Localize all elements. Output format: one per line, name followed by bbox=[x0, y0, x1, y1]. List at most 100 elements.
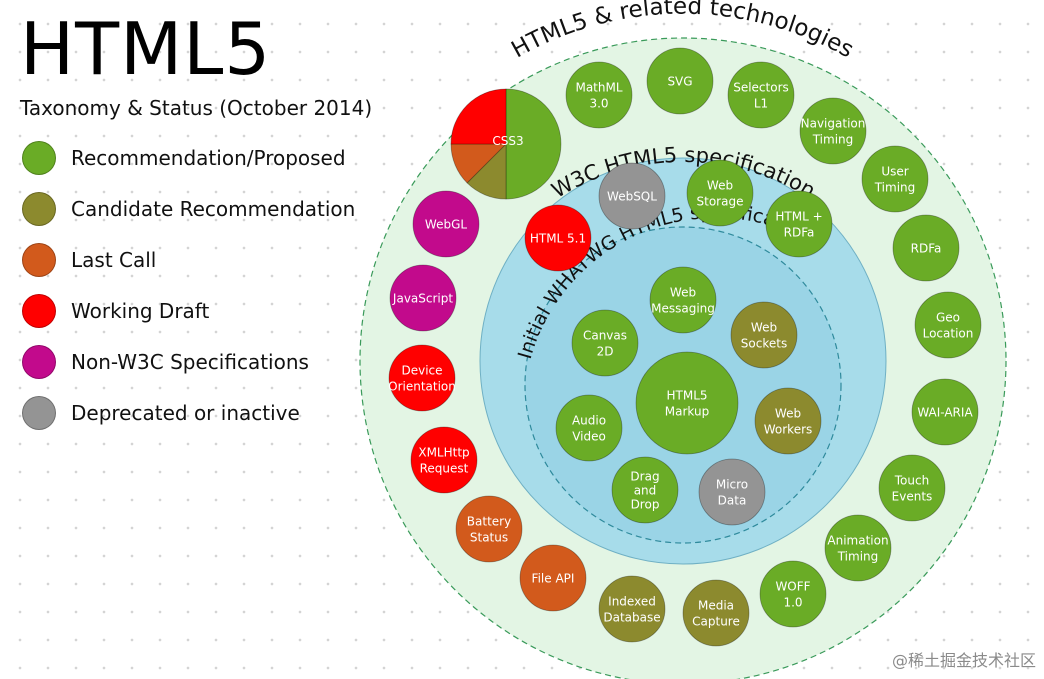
css3-pie: CSS3 bbox=[450, 88, 562, 200]
node-circle bbox=[754, 387, 822, 455]
legend-item-recommendation: Recommendation/Proposed bbox=[22, 140, 392, 176]
node-label: Micro bbox=[716, 478, 748, 492]
node-label: Navigation bbox=[801, 117, 866, 131]
node-html-5-1: HTML 5.1 bbox=[524, 204, 592, 272]
node-label: and bbox=[634, 484, 657, 498]
node-label: 2D bbox=[597, 345, 614, 359]
node-html-rdfa: HTML + RDFa bbox=[765, 190, 833, 258]
css3-label: CSS3 bbox=[492, 134, 523, 148]
node-label: Animation bbox=[827, 534, 888, 548]
node-circle bbox=[646, 47, 714, 115]
legend-item-deprecated: Deprecated or inactive bbox=[22, 395, 392, 431]
node-label: SVG bbox=[667, 75, 692, 89]
node-label: WebGL bbox=[425, 218, 467, 232]
node-canvas-2d: Canvas 2D bbox=[571, 309, 639, 377]
node-label: Audio bbox=[572, 414, 606, 428]
node-wai-aria: WAI-ARIA bbox=[911, 378, 979, 446]
node-file-api: File API bbox=[519, 544, 587, 612]
node-label: Orientation bbox=[388, 380, 456, 394]
node-label: Markup bbox=[665, 405, 709, 419]
legend-item-last-call: Last Call bbox=[22, 242, 392, 278]
legend-label: Recommendation/Proposed bbox=[71, 146, 346, 170]
node-circle bbox=[412, 190, 480, 258]
node-svg: SVG bbox=[646, 47, 714, 115]
node-label: Geo bbox=[936, 311, 960, 325]
css3-slice bbox=[450, 88, 507, 145]
node-label: Sockets bbox=[741, 337, 787, 351]
watermark: @稀土掘金技术社区 bbox=[891, 651, 1036, 670]
node-label: RDFa bbox=[911, 242, 942, 256]
node-label: MathML bbox=[575, 81, 622, 95]
node-label: Drag bbox=[630, 470, 659, 484]
node-circle bbox=[598, 575, 666, 643]
node-rdfa: RDFa bbox=[892, 214, 960, 282]
node-label: JavaScript bbox=[392, 292, 453, 306]
legend-label: Non-W3C Specifications bbox=[71, 350, 309, 374]
node-label: WOFF bbox=[775, 580, 810, 594]
node-circle bbox=[410, 426, 478, 494]
node-javascript: JavaScript bbox=[389, 264, 457, 332]
node-label: Indexed bbox=[608, 595, 656, 609]
node-label: RDFa bbox=[784, 226, 815, 240]
legend-dot-non-w3c bbox=[22, 345, 56, 379]
node-circle bbox=[555, 394, 623, 462]
node-label: Events bbox=[892, 490, 933, 504]
node-circle bbox=[799, 97, 867, 165]
node-label: Capture bbox=[692, 615, 740, 629]
node-label: Timing bbox=[874, 181, 916, 195]
legend-label: Last Call bbox=[71, 248, 157, 272]
node-circle bbox=[730, 301, 798, 369]
legend-label: Deprecated or inactive bbox=[71, 401, 300, 425]
legend-label: Working Draft bbox=[71, 299, 210, 323]
node-label: Media bbox=[698, 599, 734, 613]
page-title: HTML5 bbox=[20, 7, 272, 91]
css3-slice bbox=[505, 88, 562, 200]
node-label: 1.0 bbox=[783, 596, 802, 610]
node-label: Location bbox=[923, 327, 974, 341]
node-label: Touch bbox=[894, 474, 929, 488]
node-circle bbox=[878, 454, 946, 522]
node-label: Web bbox=[707, 179, 733, 193]
node-label: Web bbox=[670, 286, 696, 300]
node-circle bbox=[524, 204, 592, 272]
node-circle bbox=[598, 162, 666, 230]
node-label: Web bbox=[751, 321, 777, 335]
node-label: Workers bbox=[764, 423, 813, 437]
legend-dot-recommendation bbox=[22, 141, 56, 175]
node-label: Selectors bbox=[733, 81, 789, 95]
node-label: Messaging bbox=[651, 302, 715, 316]
node-label: Drop bbox=[631, 498, 660, 512]
node-circle bbox=[635, 351, 739, 455]
node-label: L1 bbox=[754, 97, 768, 111]
node-label: Status bbox=[470, 531, 508, 545]
node-label: Canvas bbox=[583, 329, 627, 343]
node-label: Request bbox=[420, 462, 469, 476]
node-label: HTML + bbox=[775, 210, 822, 224]
legend-dot-candidate bbox=[22, 192, 56, 226]
node-circle bbox=[388, 344, 456, 412]
css3-slice bbox=[450, 143, 507, 184]
legend-item-non-w3c: Non-W3C Specifications bbox=[22, 344, 392, 380]
node-circle bbox=[389, 264, 457, 332]
node-label: WAI-ARIA bbox=[917, 406, 973, 420]
legend-item-candidate: Candidate Recommendation bbox=[22, 191, 392, 227]
node-circle bbox=[914, 291, 982, 359]
node-label: Database bbox=[603, 611, 660, 625]
